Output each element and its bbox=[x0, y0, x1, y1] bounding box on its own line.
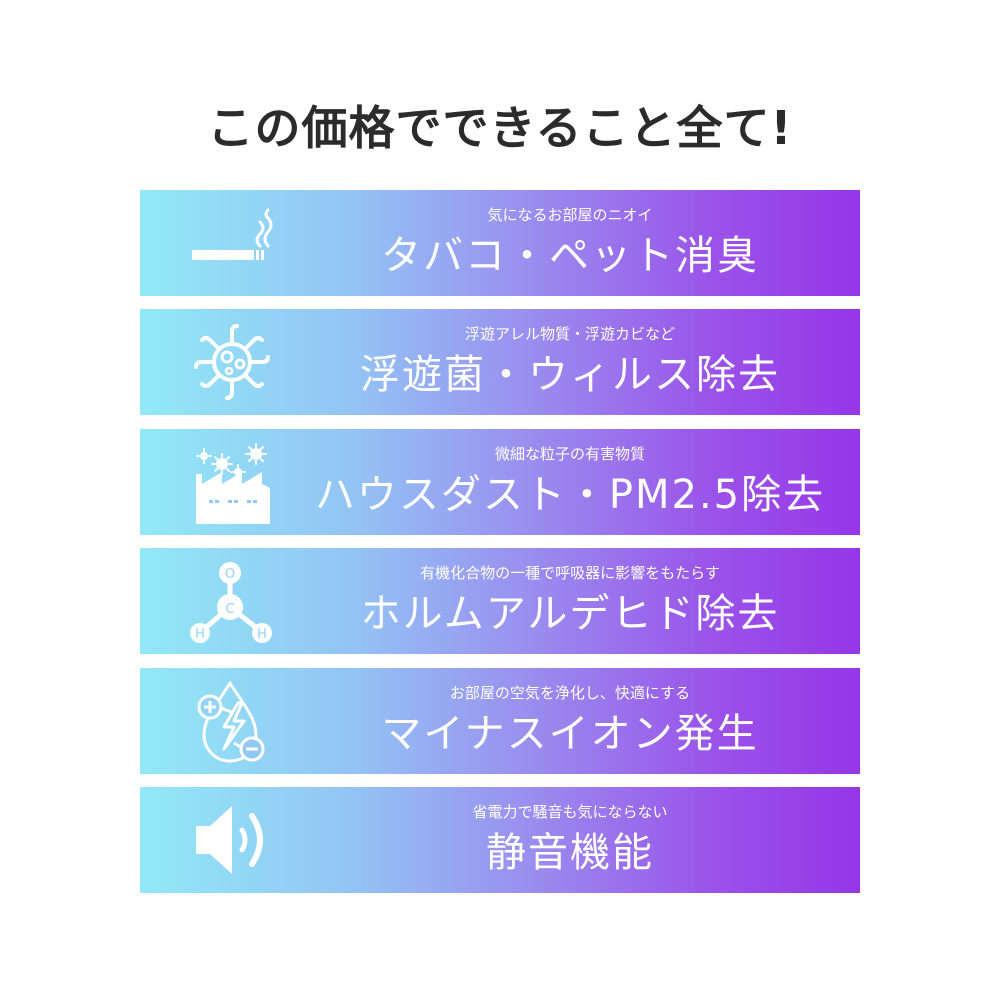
cigarette-icon bbox=[182, 203, 282, 283]
feature-subtitle: 省電力で騒音も気にならない bbox=[472, 803, 668, 821]
svg-text:O: O bbox=[225, 567, 235, 582]
feature-band-negative-ion: お部屋の空気を浄化し、快適にする マイナスイオン発生 bbox=[140, 668, 860, 774]
virus-icon bbox=[182, 322, 282, 402]
feature-band-silent: 省電力で騒音も気にならない 静音機能 bbox=[140, 787, 860, 893]
feature-subtitle: 気になるお部屋のニオイ bbox=[487, 206, 653, 224]
feature-band-virus: 浮遊アレル物質・浮遊カビなど 浮遊菌・ウィルス除去 bbox=[140, 309, 860, 415]
feature-subtitle: 微細な粒子の有害物質 bbox=[494, 445, 645, 463]
feature-title: 静音機能 bbox=[486, 830, 654, 876]
factory-dust-icon bbox=[182, 442, 282, 524]
page-title: この価格でできること全て! bbox=[207, 101, 793, 155]
speaker-icon bbox=[182, 800, 282, 880]
feature-subtitle: お部屋の空気を浄化し、快適にする bbox=[449, 684, 691, 702]
formaldehyde-molecule-icon: O C H H bbox=[182, 561, 282, 643]
feature-title: 浮遊菌・ウィルス除去 bbox=[360, 352, 780, 398]
svg-text:C: C bbox=[225, 602, 234, 617]
negative-ion-drop-icon bbox=[182, 681, 282, 763]
feature-subtitle: 浮遊アレル物質・浮遊カビなど bbox=[464, 325, 675, 343]
feature-title: ハウスダスト・PM2.5除去 bbox=[314, 472, 826, 518]
feature-subtitle: 有機化合物の一種で呼吸器に影響をもたらす bbox=[420, 564, 720, 582]
feature-title: ホルムアルデヒド除去 bbox=[360, 591, 780, 637]
feature-title: マイナスイオン発生 bbox=[381, 711, 759, 757]
svg-text:H: H bbox=[195, 627, 205, 642]
feature-title: タバコ・ペット消臭 bbox=[381, 233, 759, 279]
svg-text:H: H bbox=[257, 627, 267, 642]
feature-band-deodorize: 気になるお部屋のニオイ タバコ・ペット消臭 bbox=[140, 190, 860, 296]
feature-band-formaldehyde: O C H H 有機化合物の一種で呼吸器に影響をもたらす ホルムアルデヒド除去 bbox=[140, 548, 860, 654]
feature-band-pm25: 微細な粒子の有害物質 ハウスダスト・PM2.5除去 bbox=[140, 429, 860, 535]
